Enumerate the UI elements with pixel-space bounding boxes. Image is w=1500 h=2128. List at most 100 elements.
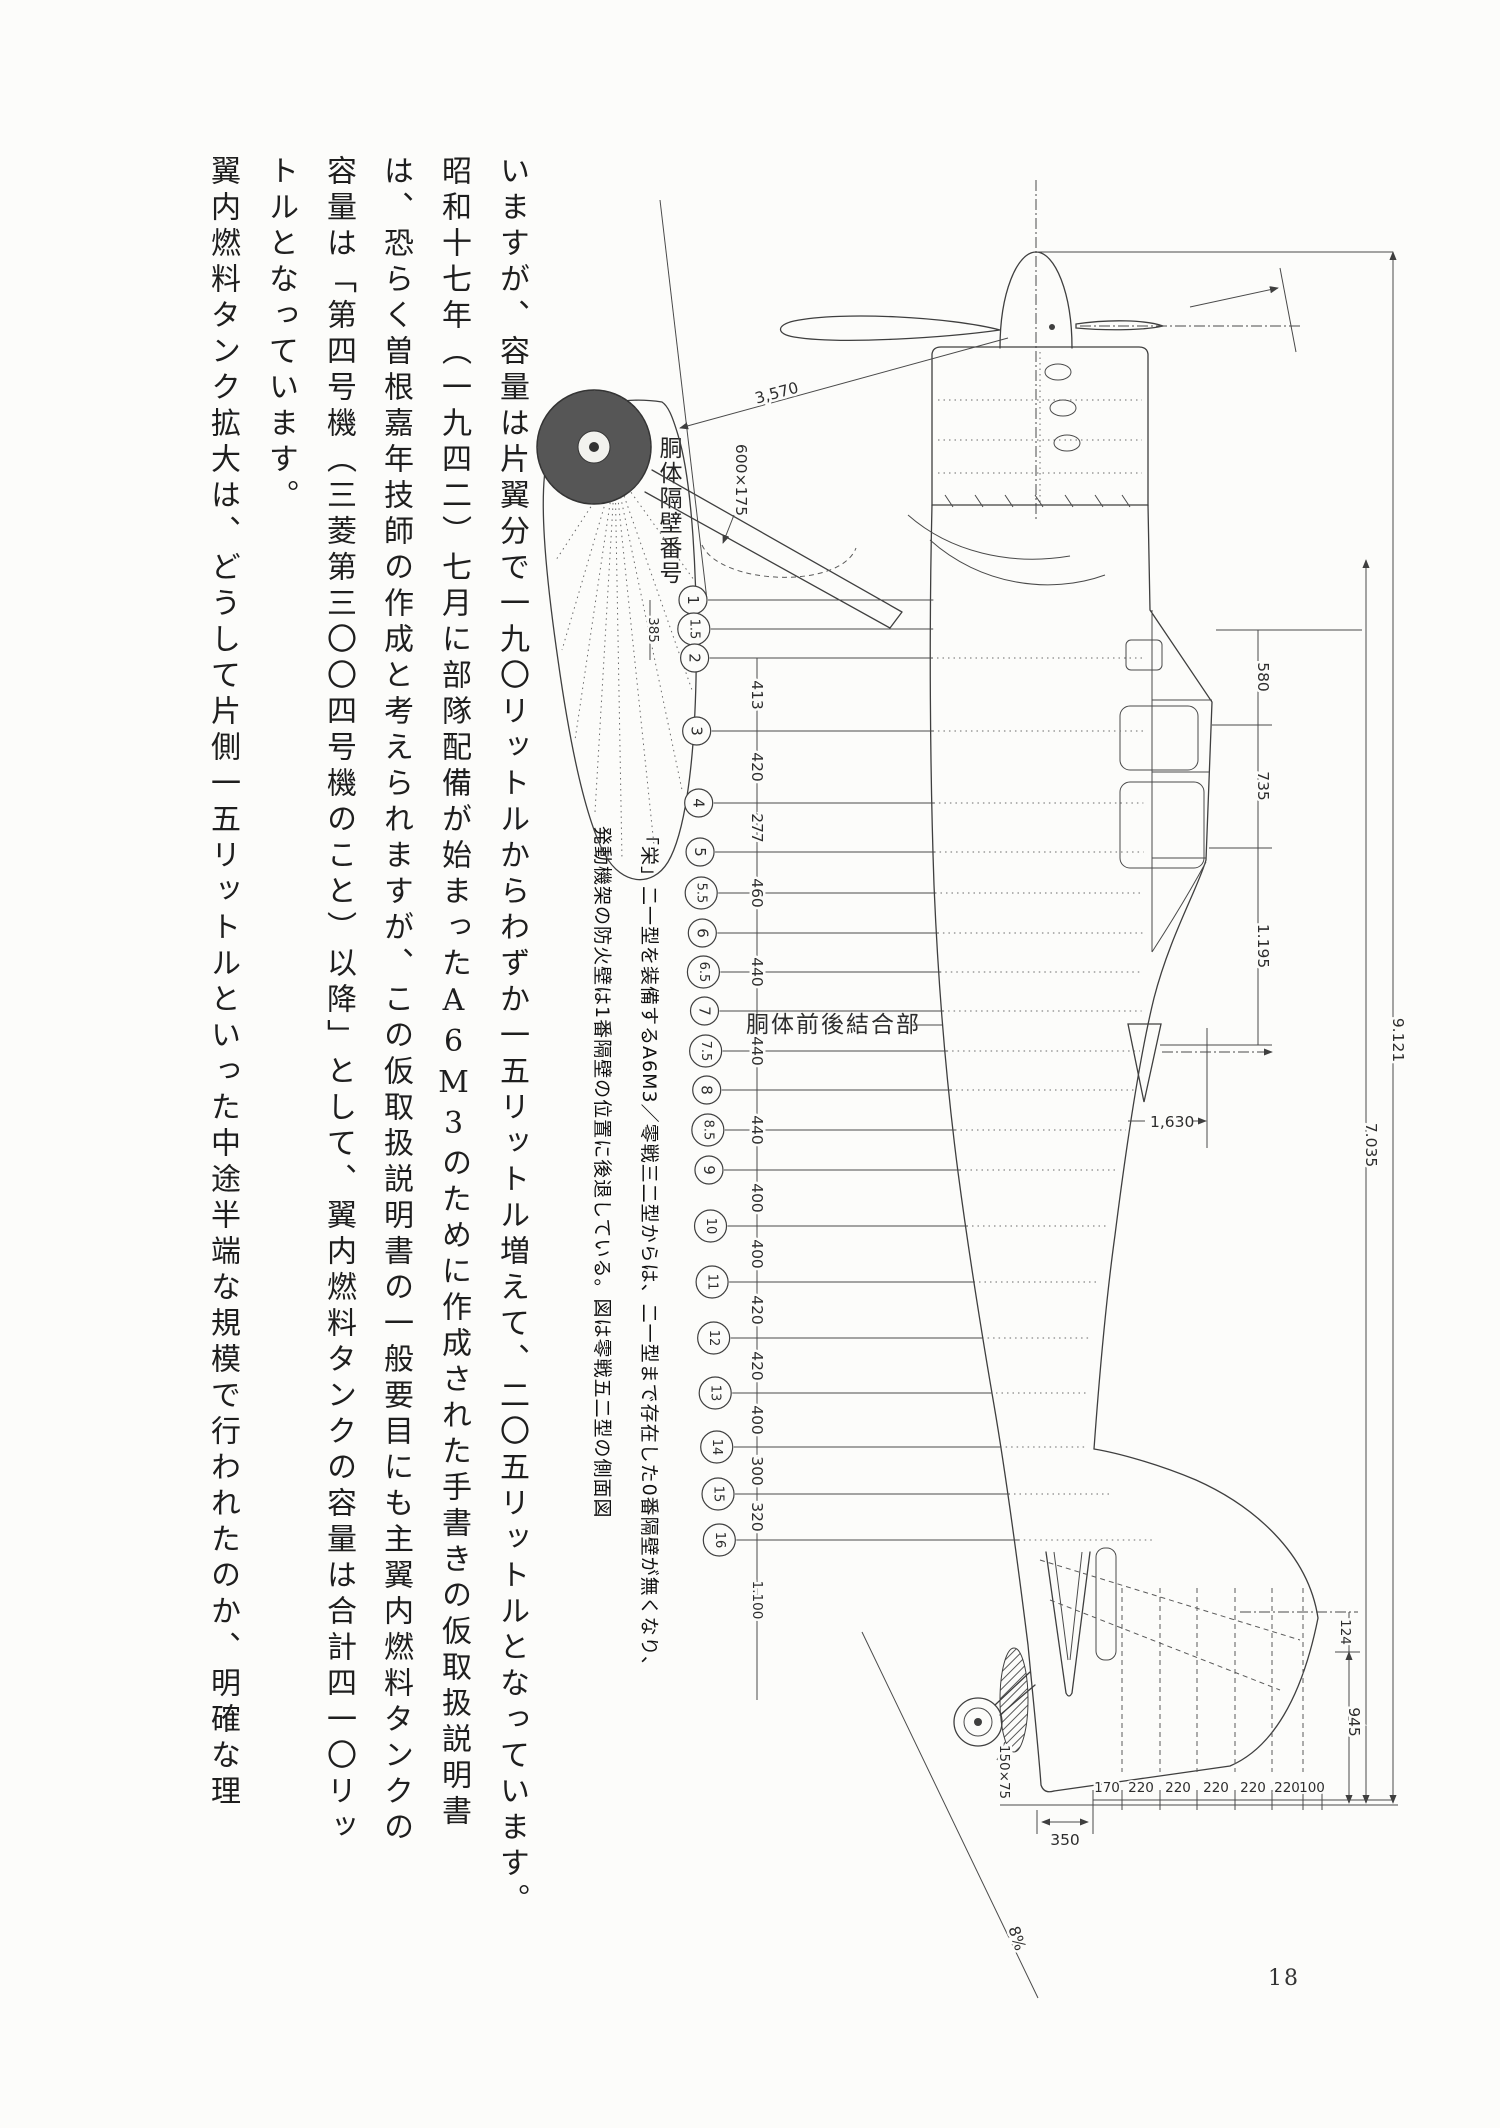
stabilizer-profile — [1046, 1552, 1090, 1696]
fin-rib-dimension: 100 — [1299, 1780, 1325, 1796]
body-text-column-2: 昭和十七年（一九四二）七月に部隊配備が始まったA6M3のために作成された手書きの… — [436, 155, 471, 1831]
fuselage-spine-line — [1094, 505, 1212, 1449]
fin-rib-dimension: 170 — [1094, 1780, 1120, 1796]
fin-rib-dimension: 220 — [1203, 1780, 1229, 1796]
gear-fairing — [908, 515, 1105, 585]
station-circle — [683, 717, 711, 745]
dimension-945: 945 — [1345, 1707, 1363, 1737]
frame-dimension-label: 420 — [748, 1295, 766, 1325]
station-number: 5.5 — [694, 883, 709, 904]
station-circle — [699, 1377, 731, 1409]
body-text-column-6: 翼内燃料タンク拡大は、どうして片側一五リットルといった中途半端な規模で行われたの… — [205, 155, 240, 1811]
frame-dimension-label: 277 — [748, 813, 766, 843]
frame-dimension-label: 440 — [748, 1036, 766, 1066]
station-circle — [702, 1478, 734, 1510]
propeller-blade-right — [1076, 321, 1163, 330]
station-number: 1 — [684, 595, 702, 605]
dimension-385: 385 — [645, 617, 661, 643]
dimension-580: 580 — [1254, 662, 1272, 692]
figure-caption-line-1: 「栄」二一型を装備するA6M3／零戦三二型からは、二一型まで存在した0番隔壁が無… — [638, 826, 660, 1676]
extension-line — [660, 200, 707, 600]
exhaust-stub — [1050, 400, 1076, 416]
fin-rib-dimension: 220 — [1274, 1780, 1300, 1796]
station-circle — [698, 1322, 730, 1354]
propeller-blade-left — [781, 316, 1001, 340]
station-number: 13 — [708, 1385, 723, 1402]
station-number: 9 — [700, 1165, 718, 1175]
station-number: 14 — [709, 1439, 724, 1456]
station-circle — [686, 838, 714, 866]
tail-wheel-hub — [964, 1708, 992, 1736]
frame-dimension-label: 400 — [748, 1239, 766, 1269]
frame-dimension-label: 440 — [748, 1115, 766, 1145]
stabilizer-spar — [1054, 1552, 1082, 1660]
dimension-1195: 1.195 — [1254, 924, 1272, 968]
station-circle — [696, 1266, 728, 1298]
cowling — [932, 347, 1148, 505]
tail-wheel — [954, 1698, 1002, 1746]
frame-dimension-label: 320 — [748, 1502, 766, 1532]
fuselage-joint-label: 胴体前後結合部 — [746, 1012, 921, 1038]
prop-plane-arrow — [1190, 286, 1279, 307]
fuselage-length-label: 7.035 — [1362, 1123, 1380, 1167]
body-text-column-4: 容量は「第四号機（三菱第三〇〇四号機のこと）以降」として、翼内燃料タンクの容量は… — [321, 155, 356, 1847]
canopy-aft-fairing — [1152, 862, 1206, 952]
antenna-mast — [1128, 1024, 1161, 1102]
ground-angle-label: 8% — [1004, 1924, 1029, 1953]
dimension-735: 735 — [1254, 771, 1272, 801]
exhaust-stub — [1054, 435, 1080, 451]
station-circle — [691, 997, 719, 1025]
station-number: 10 — [703, 1218, 718, 1235]
intake-dimension-label: 600×175 — [732, 444, 750, 516]
station-number: 4 — [690, 798, 708, 808]
station-circle — [690, 1035, 722, 1067]
cockpit-panel — [1126, 640, 1162, 670]
fin-spar-hatched — [1000, 1648, 1028, 1752]
wheel-well-arc — [702, 545, 856, 577]
station-circle — [687, 956, 719, 988]
dimension-124: 124 — [1337, 1619, 1353, 1645]
station-number: 8.5 — [700, 1120, 715, 1141]
station-number: 16 — [712, 1532, 727, 1549]
cockpit-panel — [1120, 706, 1198, 770]
dimensions: 3,570 600×175 385 1.100 胴体前後結合部 580 735 … — [643, 200, 1410, 1955]
gear-strut — [645, 470, 902, 628]
fin-rib-dimension: 220 — [1240, 1780, 1266, 1796]
station-circle — [681, 644, 709, 672]
cowl-flaps — [945, 495, 1130, 507]
generated-dimension-group: 11.523455.566.577.588.591011121314151641… — [678, 586, 1327, 1810]
station-number: 6 — [693, 928, 711, 938]
body-text-column-3: は、恐らく曽根嘉年技師の作成と考えられますが、この仮取扱説明書の一般要目にも主翼… — [378, 155, 413, 1847]
fin-rib-dimension: 220 — [1128, 1780, 1154, 1796]
station-circle — [688, 919, 716, 947]
figure-caption: 「栄」二一型を装備するA6M3／零戦三二型からは、二一型まで存在した0番隔壁が無… — [578, 826, 672, 1736]
airframe-outline — [537, 180, 1358, 1998]
frame-dimension-label: 460 — [748, 878, 766, 908]
dimension-1630: 1,630 — [1150, 1113, 1194, 1131]
tailwheel-leader — [997, 1742, 1005, 1760]
body-text-column-1: いますが、容量は片翼分で一九〇リットルからわずか一五リットル増えて、二〇五リット… — [494, 155, 529, 1919]
tail-wheel-axle — [974, 1718, 982, 1726]
fuselage-belly-line — [930, 505, 1054, 1792]
station-number: 12 — [706, 1330, 721, 1347]
station-number: 1.5 — [686, 619, 701, 640]
wing-rib-fan — [556, 470, 694, 860]
spinner-detail — [1049, 324, 1055, 330]
tail-and-rudder-outline — [1054, 1449, 1318, 1791]
station-circle — [701, 1431, 733, 1463]
fin-diagonal-members — [1040, 1560, 1300, 1690]
station-number: 11 — [705, 1274, 720, 1291]
frame-dimension-label: 400 — [748, 1183, 766, 1213]
dimension-350: 350 — [1050, 1831, 1080, 1849]
exhaust-stub — [1045, 364, 1071, 380]
station-circle — [693, 1076, 721, 1104]
station-circle — [685, 877, 717, 909]
dimension-1100: 1.100 — [749, 1581, 765, 1620]
bulkhead-numbers-title: 胴体隔壁番号 — [655, 436, 681, 586]
prop-plane-line — [1280, 268, 1296, 352]
frame-dimension-label: 400 — [748, 1405, 766, 1435]
frame-dimension-label: 420 — [748, 1351, 766, 1381]
frame-dimension-label: 420 — [748, 752, 766, 782]
